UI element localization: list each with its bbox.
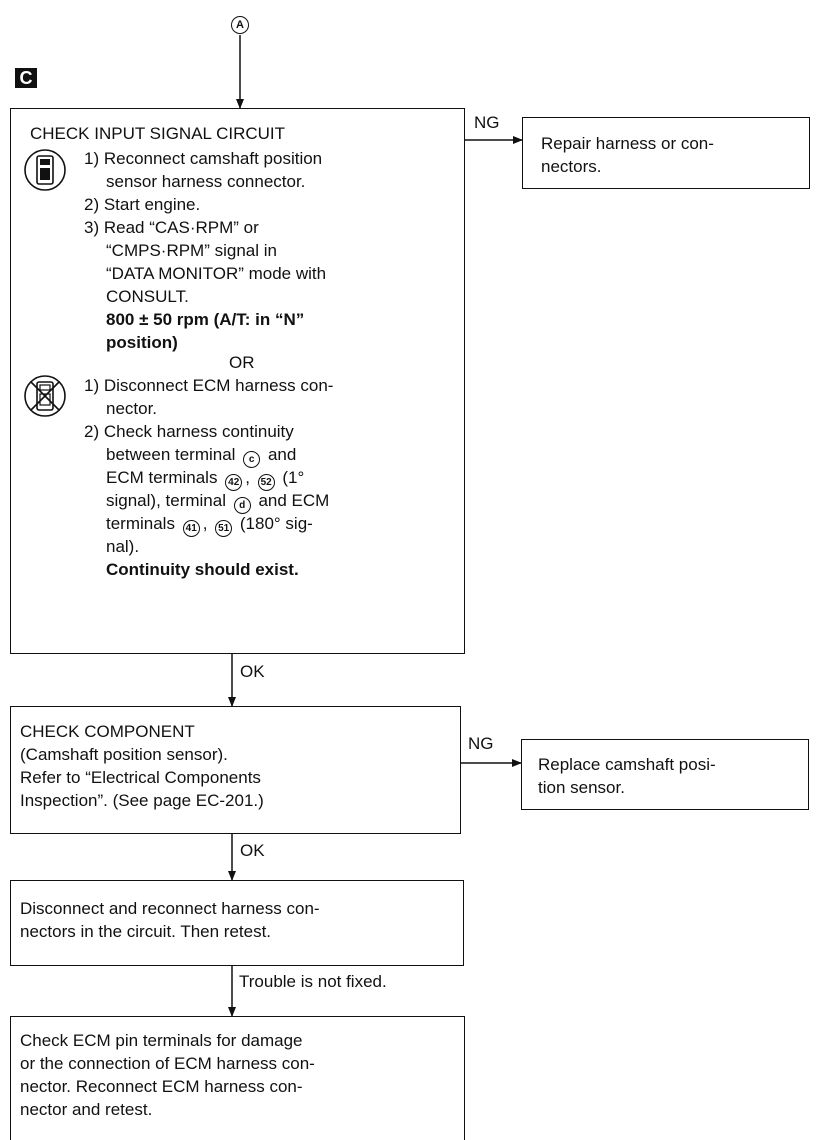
- manual-step-2f: nal).: [106, 537, 140, 556]
- terminal-d: d: [233, 497, 251, 514]
- check-input-signal-box: [10, 108, 465, 654]
- ng-label-step1: NG: [474, 113, 500, 133]
- consult-step-2: 2) Start engine.: [84, 195, 201, 214]
- manual-step-2d: signal), terminal d and ECM: [106, 490, 329, 514]
- check-ecm-line2: or the connection of ECM harness con-: [20, 1054, 315, 1073]
- consult-tester-icon: [24, 149, 66, 191]
- check-ecm-line1: Check ECM pin terminals for damage: [20, 1031, 303, 1050]
- consult-step-1a: 1) Reconnect camshaft position: [84, 149, 323, 168]
- terminal-51: 51: [215, 520, 233, 537]
- reconnect-line2: nectors in the circuit. Then retest.: [20, 922, 272, 941]
- check-component-line2: (Camshaft position sensor).: [20, 745, 228, 764]
- terminal-52: 52: [257, 474, 275, 491]
- terminal-41: 41: [182, 520, 200, 537]
- rpm-spec-line2: position): [106, 333, 178, 352]
- repair-harness-line1: Repair harness or con-: [541, 134, 714, 153]
- replace-sensor-line1: Replace camshaft posi-: [538, 755, 716, 774]
- manual-step-2c: ECM terminals 42, 52 (1°: [106, 467, 304, 491]
- section-label: C: [15, 68, 37, 88]
- replace-sensor-line2: tion sensor.: [538, 778, 625, 797]
- reconnect-line1: Disconnect and reconnect harness con-: [20, 899, 320, 918]
- manual-step-2b: between terminal c and: [106, 444, 296, 468]
- manual-step-2a: 2) Check harness continuity: [84, 422, 294, 441]
- check-ecm-line4: nector and retest.: [20, 1100, 153, 1119]
- manual-step-2e: terminals 41, 51 (180° sig-: [106, 513, 313, 537]
- trouble-not-fixed-label: Trouble is not fixed.: [239, 972, 387, 992]
- terminal-c: c: [243, 451, 261, 468]
- or-divider-label: OR: [226, 353, 258, 373]
- replace-sensor-box: [521, 739, 809, 810]
- consult-step-3d: CONSULT.: [106, 287, 189, 306]
- consult-step-3b: “CMPS·RPM” signal in: [106, 241, 277, 260]
- check-ecm-line3: nector. Reconnect ECM harness con-: [20, 1077, 303, 1096]
- ng-label-step2: NG: [468, 734, 494, 754]
- check-component-line3: Refer to “Electrical Components: [20, 768, 261, 787]
- no-consult-icon: [24, 375, 66, 417]
- check-input-signal-title: CHECK INPUT SIGNAL CIRCUIT: [30, 124, 286, 143]
- manual-step-1b: nector.: [106, 399, 158, 418]
- repair-harness-line2: nectors.: [541, 157, 602, 176]
- consult-step-1b: sensor harness connector.: [106, 172, 306, 191]
- check-ecm-pins-box: [10, 1016, 465, 1140]
- check-component-box: [10, 706, 461, 834]
- ok-label-step2: OK: [240, 841, 265, 861]
- consult-step-3a: 3) Read “CAS·RPM” or: [84, 218, 259, 237]
- manual-step-1a: 1) Disconnect ECM harness con-: [84, 376, 334, 395]
- terminal-42: 42: [225, 474, 243, 491]
- repair-harness-box: [522, 117, 810, 189]
- ok-label-step1: OK: [240, 662, 265, 682]
- rpm-spec-line1: 800 ± 50 rpm (A/T: in “N”: [106, 310, 305, 329]
- check-component-line1: CHECK COMPONENT: [20, 722, 195, 741]
- consult-step-3c: “DATA MONITOR” mode with: [106, 264, 327, 283]
- check-component-line4: Inspection”. (See page EC-201.): [20, 791, 264, 810]
- reconnect-connectors-box: [10, 880, 464, 966]
- continuity-spec: Continuity should exist.: [106, 560, 299, 579]
- connector-a: A: [231, 16, 249, 34]
